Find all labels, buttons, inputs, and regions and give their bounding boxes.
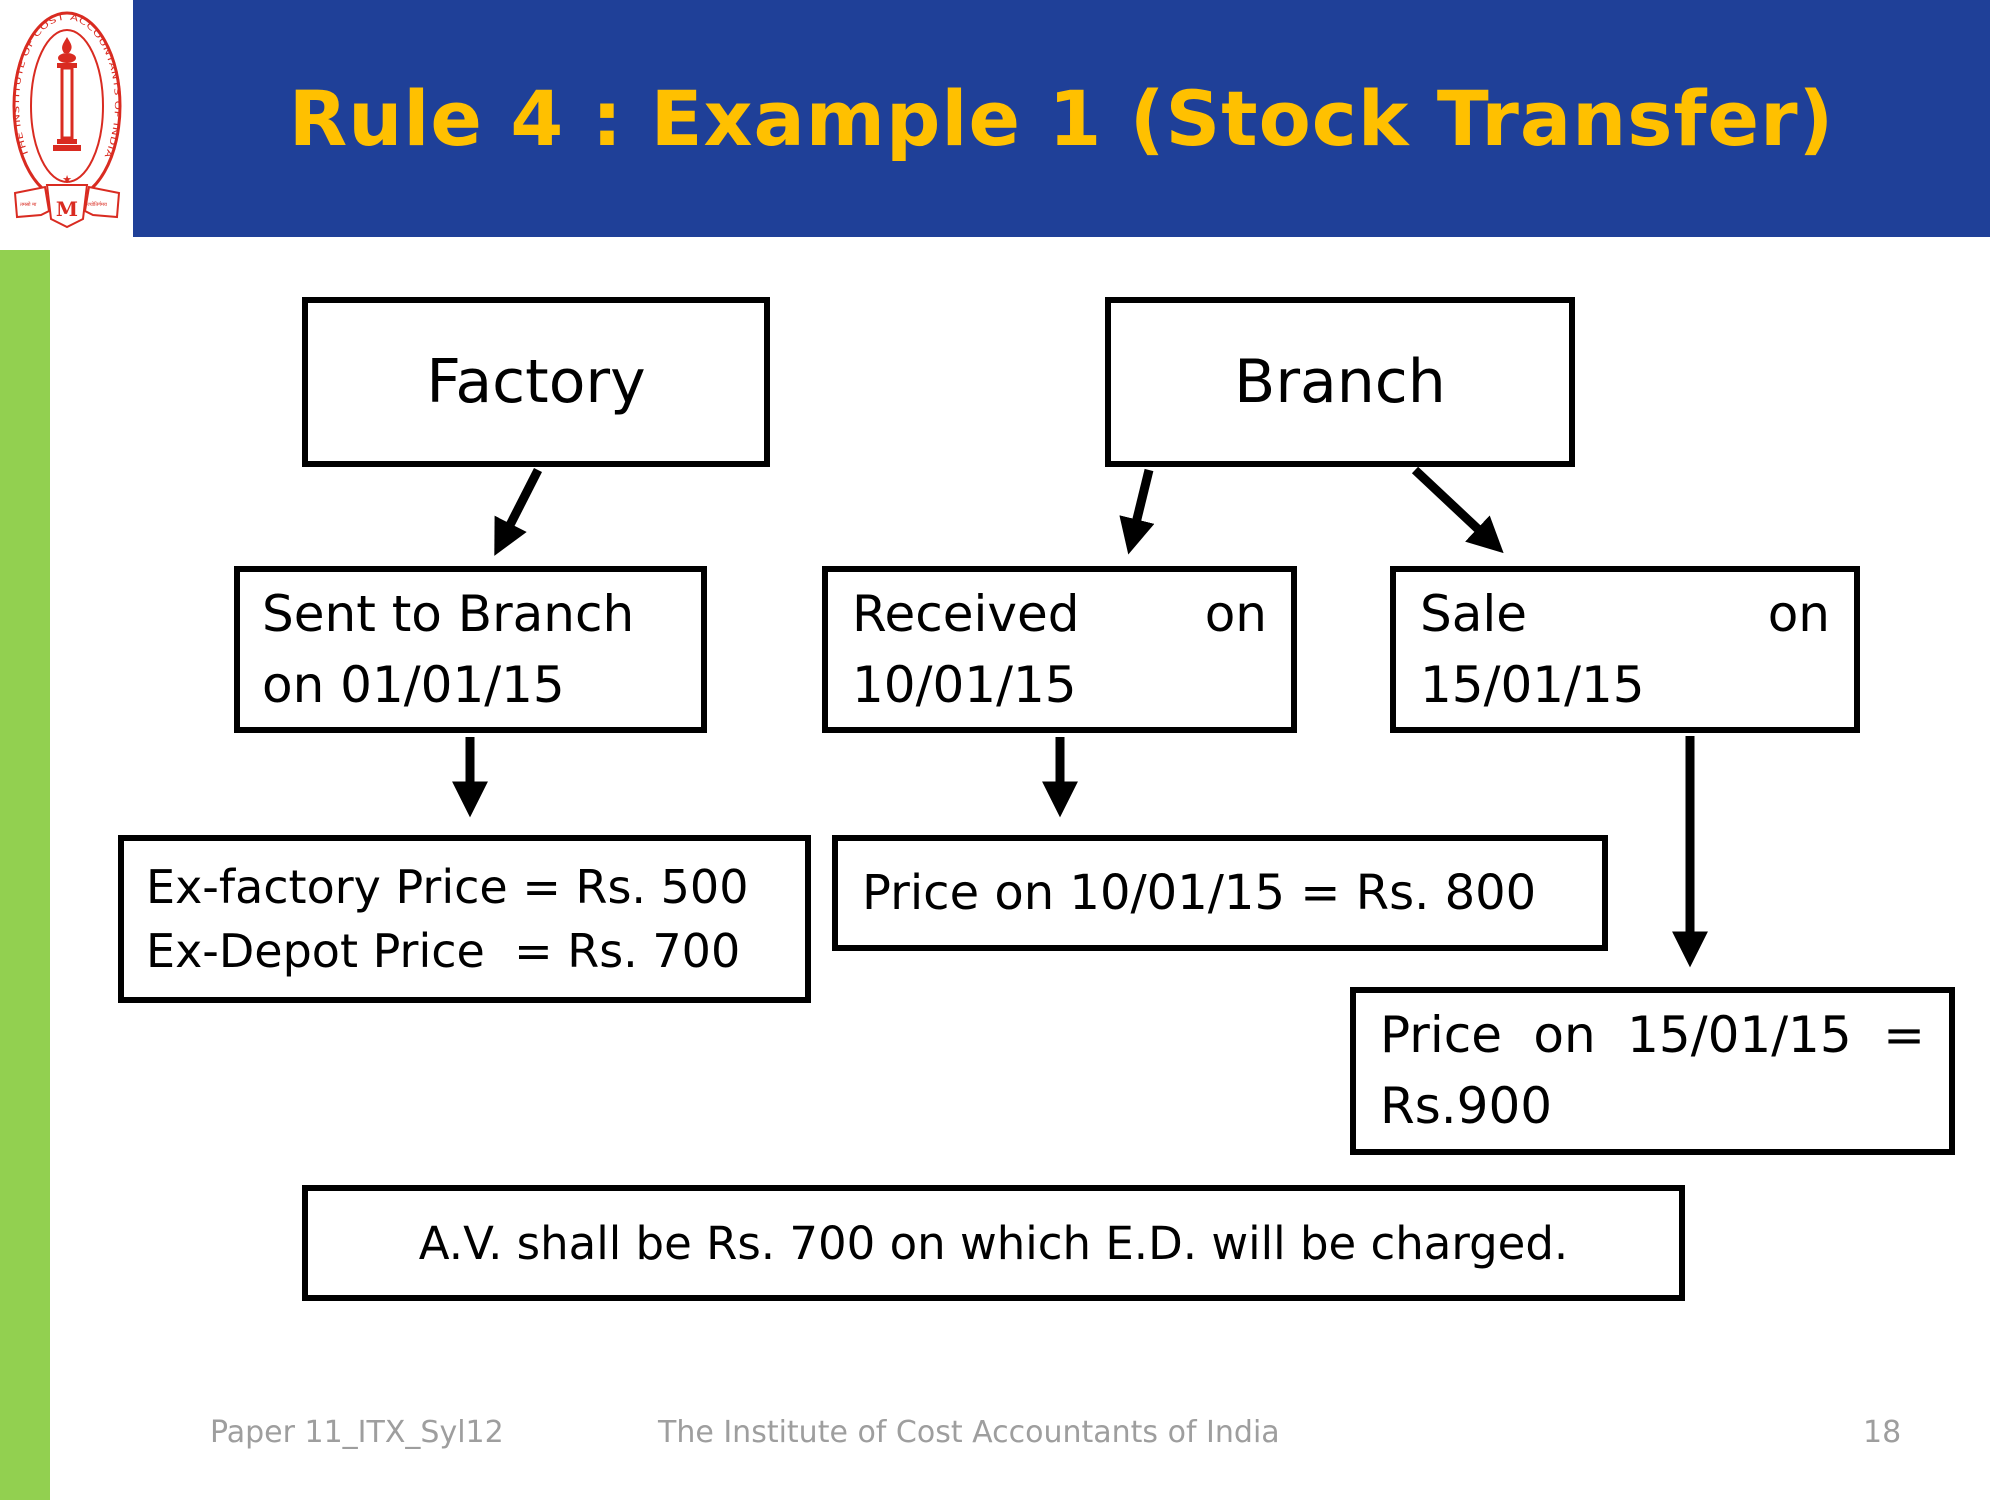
node-ex-factory-price: Ex-factory Price = Rs. 500 [146, 860, 749, 915]
node-sent-line1: Sent to Branch [262, 584, 635, 643]
logo-motto-right: ज्योतिर्गमय [87, 201, 107, 208]
node-price15-word2: on [1533, 1006, 1596, 1064]
node-sale-line2: 15/01/15 [1420, 655, 1645, 714]
node-factory-label: Factory [426, 347, 646, 417]
node-received-word1: Received [852, 584, 1080, 643]
node-price15-word3: 15/01/15 [1627, 1006, 1852, 1064]
node-ex-prices: Ex-factory Price = Rs. 500 Ex-Depot Pric… [118, 835, 811, 1003]
node-received-line1: Received on [852, 579, 1267, 650]
footer-institute-name: The Institute of Cost Accountants of Ind… [658, 1415, 1280, 1450]
arrow-factory-to-sent [494, 467, 543, 556]
left-accent-bar [0, 250, 50, 1500]
node-conclusion: A.V. shall be Rs. 700 on which E.D. will… [302, 1185, 1685, 1301]
logo-area: THE INSTITUTE OF COST ACCOUNTANTS OF IND… [0, 0, 133, 237]
node-price15-line1: Price on 15/01/15 = [1380, 1000, 1925, 1071]
node-branch-label: Branch [1234, 347, 1446, 417]
node-price-10-01-15: Price on 10/01/15 = Rs. 800 [832, 835, 1608, 951]
logo-pillar [52, 37, 81, 151]
logo-star-icon: ★ [62, 173, 72, 186]
page-title: Rule 4 : Example 1 (Stock Transfer) [288, 74, 1835, 163]
node-sale: Sale on 15/01/15 [1390, 566, 1860, 733]
node-branch: Branch [1105, 297, 1575, 467]
conclusion-text: A.V. shall be Rs. 700 on which E.D. will… [418, 1216, 1569, 1270]
logo-motto-left: तमसो मा [20, 201, 37, 208]
logo-ribbon: M तमसो मा ज्योतिर्गमय [13, 184, 120, 229]
node-price10-text: Price on 10/01/15 = Rs. 800 [862, 865, 1537, 921]
logo-monogram: M [55, 197, 77, 221]
arrow-branch-to-sale [1411, 466, 1504, 554]
node-price15-line2: Rs.900 [1380, 1077, 1553, 1135]
logo-inner-ring [29, 29, 104, 183]
institute-logo: THE INSTITUTE OF COST ACCOUNTANTS OF IND… [10, 11, 122, 229]
footer-page-number: 18 [1863, 1415, 1902, 1450]
node-sale-word2: on [1767, 584, 1830, 643]
node-received: Received on 10/01/15 [822, 566, 1297, 733]
node-factory: Factory [302, 297, 770, 467]
node-price-15-01-15: Price on 15/01/15 = Rs.900 [1350, 987, 1955, 1155]
node-sale-word1: Sale [1420, 584, 1528, 643]
node-price15-word1: Price [1380, 1006, 1502, 1064]
footer-paper-id: Paper 11_ITX_Syl12 [210, 1415, 504, 1450]
node-received-word2: on [1204, 584, 1267, 643]
node-price15-word4: = [1883, 1006, 1925, 1064]
node-sent-to-branch: Sent to Branch on 01/01/15 [234, 566, 707, 733]
node-sale-line1: Sale on [1420, 579, 1830, 650]
node-sent-line2: on 01/01/15 [262, 655, 565, 714]
node-received-line2: 10/01/15 [852, 655, 1077, 714]
title-bar: Rule 4 : Example 1 (Stock Transfer) [133, 0, 1990, 237]
arrow-branch-to-received [1119, 468, 1155, 555]
node-ex-depot-price: Ex-Depot Price = Rs. 700 [146, 923, 741, 978]
